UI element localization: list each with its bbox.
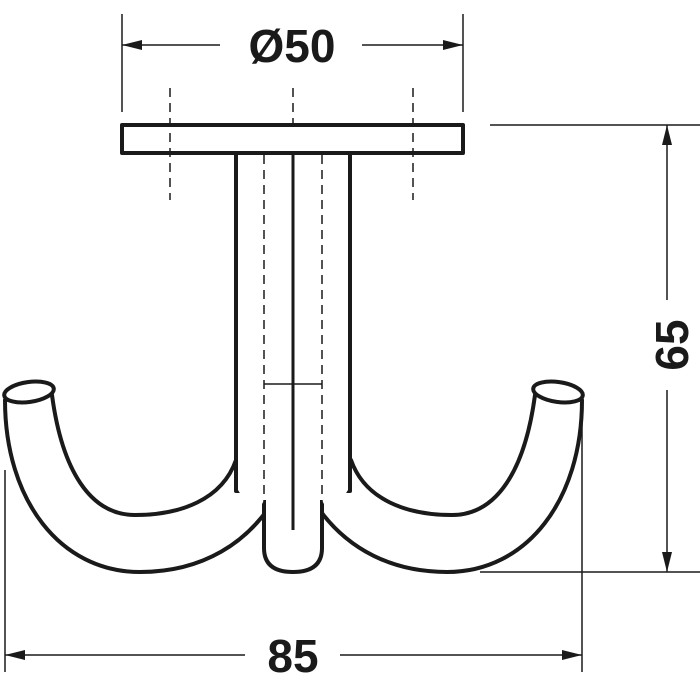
- hook-body: [2, 149, 585, 574]
- left-hook-tip: [2, 379, 56, 405]
- center-lines: [169, 88, 414, 200]
- left-hook: [3, 393, 282, 574]
- width-dimension: 85: [5, 630, 582, 682]
- diameter-label: Ø50: [249, 20, 336, 72]
- diameter-dimension: Ø50: [122, 20, 463, 72]
- height-dimension: 65: [646, 125, 698, 572]
- height-label: 65: [646, 319, 698, 370]
- mounting-plate: [120, 123, 465, 155]
- extension-lines: [4, 14, 700, 672]
- width-label: 85: [267, 630, 318, 682]
- right-hook-tip: [531, 379, 585, 405]
- right-hook: [305, 393, 584, 574]
